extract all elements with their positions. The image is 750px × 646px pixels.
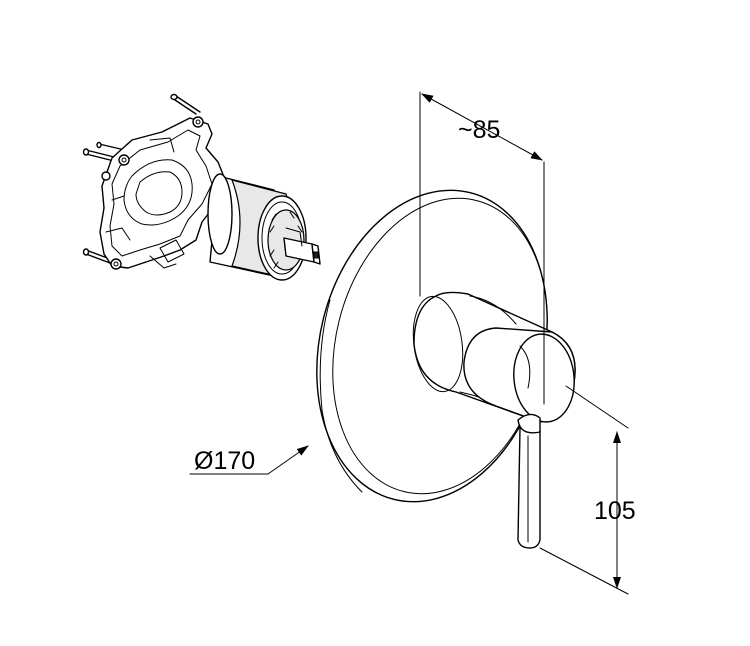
valve-body-illustration [82, 93, 321, 281]
lever-height-label: 105 [594, 497, 636, 525]
mixer-trim-illustration [316, 189, 576, 549]
dimension-lever-height: 105 [539, 385, 636, 595]
depth-label: ~85 [458, 116, 500, 144]
diameter-label: Ø170 [194, 447, 255, 475]
dimension-diameter: Ø170 [189, 445, 309, 475]
lever-handle [517, 427, 541, 549]
dimension-depth: ~85 [419, 91, 545, 405]
